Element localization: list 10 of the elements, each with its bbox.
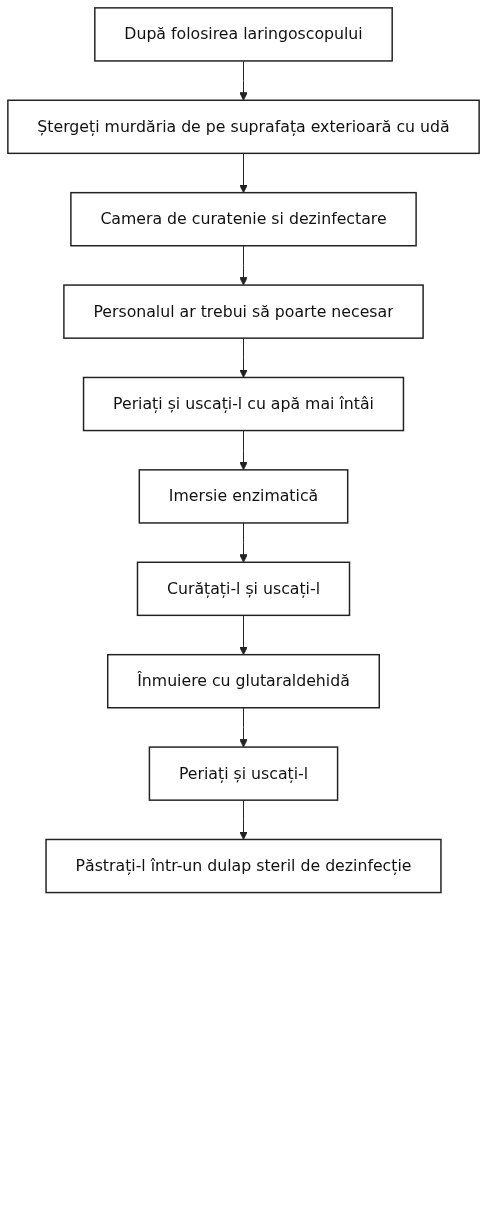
node-box: Personalul ar trebui să poarte necesar — [63, 284, 424, 339]
node-box: Periați și uscați-l cu apă mai întâi — [82, 376, 405, 432]
node-box: După folosirea laringoscopului — [94, 7, 393, 62]
node-box: Curățați-l și uscați-l — [136, 561, 351, 617]
node-box: Înmuiere cu glutaraldehidă — [107, 653, 380, 709]
node-box: Imersie enzimatică — [138, 469, 349, 524]
node-box: Păstrați-l într-un dulap steril de dezinfecție — [45, 838, 442, 894]
node-box: Ștergeți murdăria de pe suprafața exterioară cu udă — [7, 99, 480, 155]
node-box: Camera de curatenie si dezinfectare — [70, 191, 417, 247]
node-box: Periați și uscați-l — [148, 746, 339, 801]
